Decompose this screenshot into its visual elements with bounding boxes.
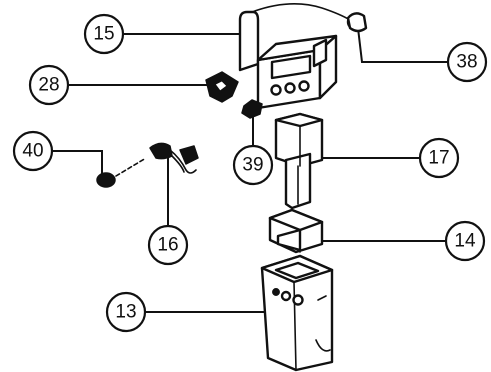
part-28-clip bbox=[205, 71, 239, 103]
part-14-holder bbox=[268, 208, 324, 254]
callout-38-label: 38 bbox=[456, 52, 477, 73]
callout-39-label: 39 bbox=[242, 155, 263, 176]
part-17-slider bbox=[274, 112, 324, 210]
callout-14-label: 14 bbox=[454, 231, 476, 252]
callout-15: 15 bbox=[83, 13, 125, 55]
part-39-nut bbox=[241, 99, 263, 119]
callout-17-label: 17 bbox=[428, 148, 449, 169]
part-16-cable bbox=[149, 142, 199, 174]
callout-15-label: 15 bbox=[93, 24, 114, 45]
leader-40 bbox=[52, 150, 103, 176]
part-38-connector bbox=[346, 12, 368, 33]
callout-13-label: 13 bbox=[115, 302, 136, 323]
callout-40-label: 40 bbox=[22, 141, 43, 162]
leader-lines bbox=[52, 27, 448, 313]
part-13-housing bbox=[260, 254, 334, 372]
part-40-cap bbox=[96, 157, 147, 188]
callout-16-label: 16 bbox=[157, 235, 178, 256]
callout-14: 14 bbox=[444, 220, 486, 262]
callout-40: 40 bbox=[12, 130, 54, 172]
callout-38: 38 bbox=[446, 41, 488, 83]
callout-17: 17 bbox=[418, 137, 460, 179]
part-15-bracket bbox=[238, 3, 351, 110]
callout-16: 16 bbox=[147, 224, 189, 266]
callout-28-label: 28 bbox=[38, 75, 59, 96]
callout-39: 39 bbox=[232, 144, 274, 186]
callout-28: 28 bbox=[28, 64, 70, 106]
callout-13: 13 bbox=[105, 291, 147, 333]
leader-38 bbox=[357, 27, 448, 63]
